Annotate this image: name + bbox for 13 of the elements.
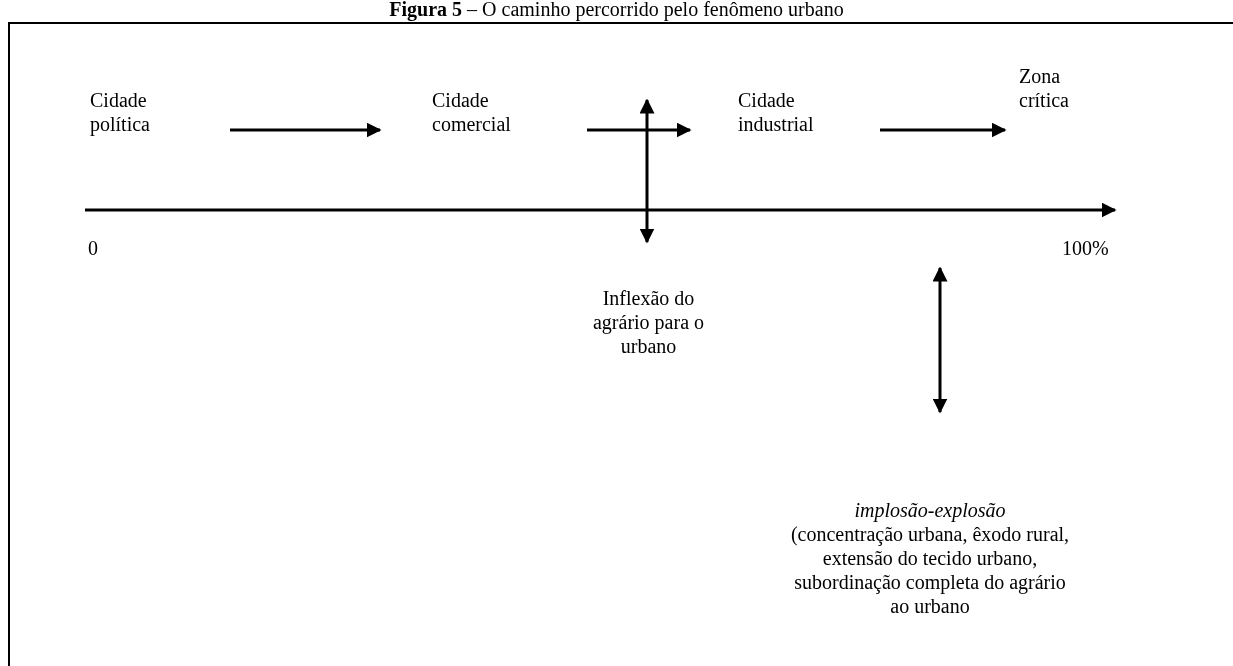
axis-label: 0 xyxy=(88,236,99,260)
arrow xyxy=(587,122,692,138)
figure-title: Figura 5 – O caminho percorrido pelo fenômeno urbano xyxy=(388,0,845,20)
arrow xyxy=(230,122,382,138)
stage-label: Cidade política xyxy=(90,88,151,136)
annotation-text: (concentração urbana, êxodo rural, extensão do tecido urbano, subordinação completa do agrário ao urbano xyxy=(789,522,1071,618)
annotation-text: implosão-explosão xyxy=(853,498,1007,522)
stage-label: Zona crítica xyxy=(1019,64,1070,112)
annotation-text: Inflexão do agrário para o urbano xyxy=(591,286,705,358)
arrow xyxy=(880,122,1007,138)
stage-label: Cidade industrial xyxy=(738,88,815,136)
stage-label: Cidade comercial xyxy=(432,88,512,136)
axis-label: 100% xyxy=(1062,236,1110,260)
